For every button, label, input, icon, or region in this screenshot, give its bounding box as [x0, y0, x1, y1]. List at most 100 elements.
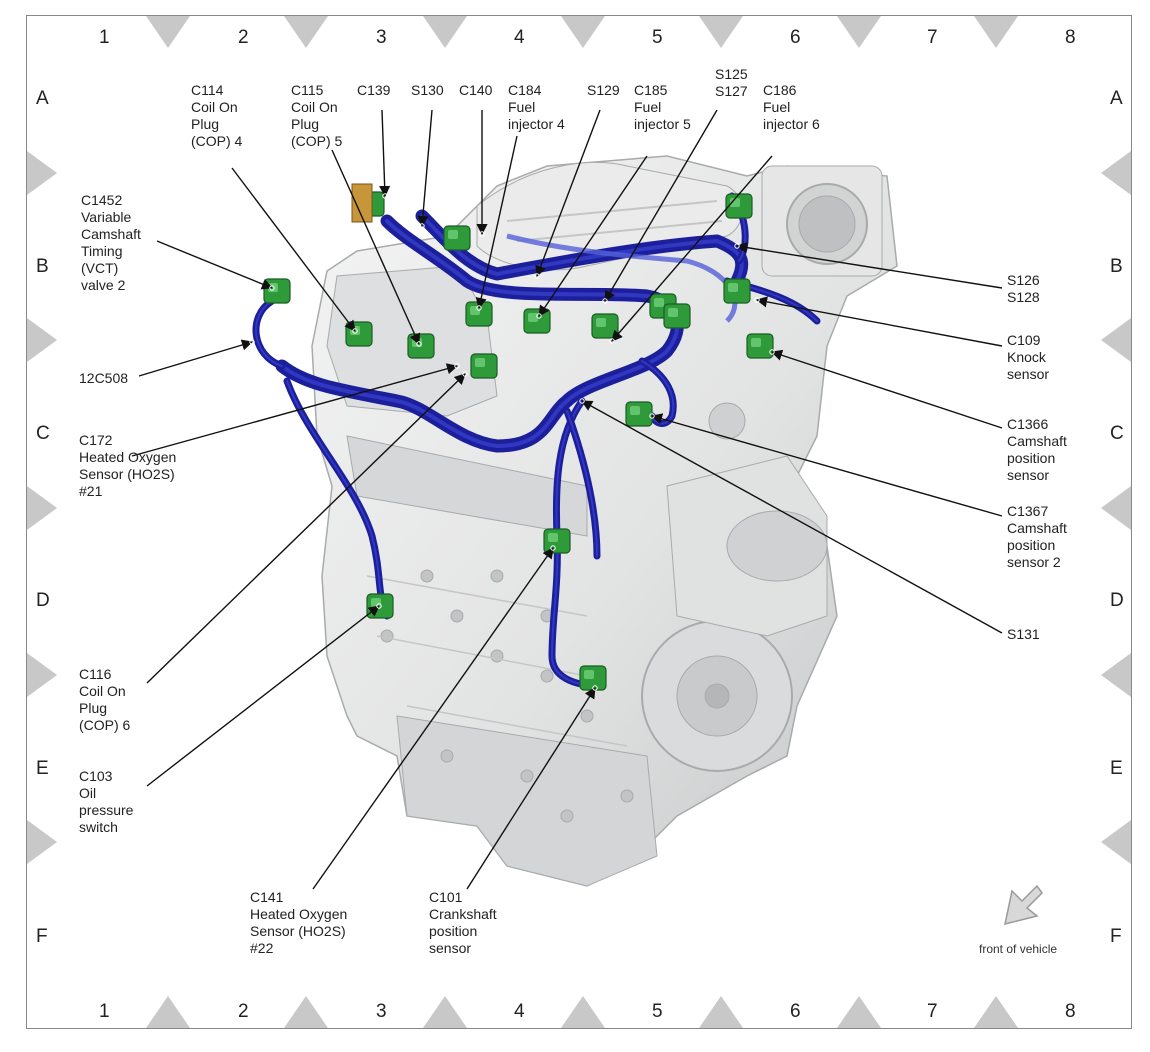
callout-line: Coil On	[291, 99, 338, 115]
callout-line: position	[1007, 537, 1056, 553]
bolt	[420, 569, 434, 583]
grid-column-label-top: 2	[238, 27, 249, 48]
leader-endpoint	[416, 341, 422, 347]
leader-line	[331, 149, 420, 346]
grid-column-label-bottom: 6	[790, 1001, 801, 1022]
connectors	[263, 183, 774, 691]
bolt	[440, 749, 454, 763]
leader-endpoint	[769, 349, 775, 355]
callout-line: injector 5	[634, 116, 691, 132]
leader-line	[146, 605, 380, 787]
grid-row-label-right: B	[1110, 256, 1123, 277]
grid-row-label-right: A	[1110, 88, 1123, 109]
callout-line: injector 6	[763, 116, 820, 132]
callout-line: C103	[79, 768, 113, 784]
connector-camshaft-position-sensor-2-highlight	[630, 406, 640, 415]
frame-mark	[1101, 151, 1131, 195]
leader-line	[417, 109, 433, 228]
leader-line	[755, 296, 1003, 347]
callout-line: C109	[1007, 332, 1041, 348]
callout-line: Oil	[79, 785, 97, 801]
callout-line: position	[429, 923, 478, 939]
callout-c12c508: 12C508	[79, 370, 128, 387]
frame-mark	[974, 996, 1018, 1028]
frame-mark	[284, 996, 328, 1028]
harness-highlight	[420, 214, 744, 283]
callout-line: Coil On	[79, 683, 126, 699]
harness-highlight	[566, 410, 598, 557]
callout-line: Timing	[81, 243, 123, 259]
leader-endpoint	[269, 285, 275, 291]
bolt	[540, 669, 554, 683]
connector-c1452-aux-highlight	[654, 298, 664, 307]
grid-column-label-bottom: 1	[99, 1001, 110, 1022]
engine-diagram	[27, 16, 1131, 1028]
callout-line: (COP) 4	[191, 133, 243, 149]
bolt	[380, 629, 394, 643]
grid-row-label-left: E	[36, 758, 49, 779]
frame-mark	[1101, 653, 1131, 697]
callout-line: Coil On	[191, 99, 238, 115]
callout-line: pressure	[79, 802, 134, 818]
harness-highlight	[255, 300, 283, 367]
grid-column-label-bottom: 7	[927, 1001, 938, 1022]
callout-line: position	[1007, 450, 1056, 466]
frame-mark	[1101, 486, 1131, 530]
grid-column-label-bottom: 8	[1065, 1001, 1076, 1022]
frame-mark	[423, 16, 467, 48]
callout-line: C114	[191, 82, 224, 98]
bolt	[490, 569, 504, 583]
callout-line: Heated Oxygen	[79, 449, 177, 465]
callout-line: Variable	[81, 209, 132, 225]
leader-line	[538, 155, 648, 317]
leader-endpoint	[476, 305, 482, 311]
leader-line	[581, 400, 1003, 634]
callout-c139: C139	[357, 82, 390, 99]
callout-s131: S131	[1007, 626, 1040, 643]
frame-mark	[423, 996, 467, 1028]
callout-line: Plug	[191, 116, 220, 132]
leader-endpoint	[649, 413, 655, 419]
frame-mark	[27, 486, 57, 530]
grid-column-label-top: 1	[99, 27, 110, 48]
frame-mark	[561, 16, 605, 48]
callout-line: Camshaft	[1007, 433, 1067, 449]
callout-line: (COP) 5	[291, 133, 343, 149]
frame-mark	[837, 996, 881, 1028]
grid-row-label-right: C	[1110, 423, 1124, 444]
grid-row-label-left: B	[36, 256, 49, 277]
frame-mark	[699, 16, 743, 48]
callout-line: S129	[587, 82, 620, 98]
leader-endpoint	[609, 338, 615, 344]
connector-ho2s-22-highlight	[548, 533, 558, 542]
grid-column-label-top: 6	[790, 27, 801, 48]
leader-line	[231, 167, 356, 332]
leader-endpoint	[579, 398, 585, 404]
callout-line: sensor	[1007, 467, 1050, 483]
grid-column-label-top: 5	[652, 27, 663, 48]
callout-line: Sensor (HO2S)	[250, 923, 346, 939]
bolt	[450, 609, 464, 623]
crank-pulley-center	[704, 683, 730, 709]
grid-row-label-right: F	[1110, 926, 1122, 947]
callout-line: Fuel	[634, 99, 662, 115]
callout-line: injector 4	[508, 116, 565, 132]
callout-line: Knock	[1007, 349, 1046, 365]
callout-line: S128	[1007, 289, 1040, 305]
callout-s130: S130	[411, 82, 444, 99]
frame-mark	[699, 996, 743, 1028]
connector-fuel-injector-5-highlight	[528, 313, 538, 322]
callout-line: sensor	[429, 940, 472, 956]
leader-line	[611, 155, 773, 342]
oil-pan	[396, 715, 658, 887]
connector-fuel-injector-6-highlight	[596, 318, 606, 327]
connector-oil-pressure-switch-highlight	[371, 598, 381, 607]
callout-line: S127	[715, 83, 748, 99]
